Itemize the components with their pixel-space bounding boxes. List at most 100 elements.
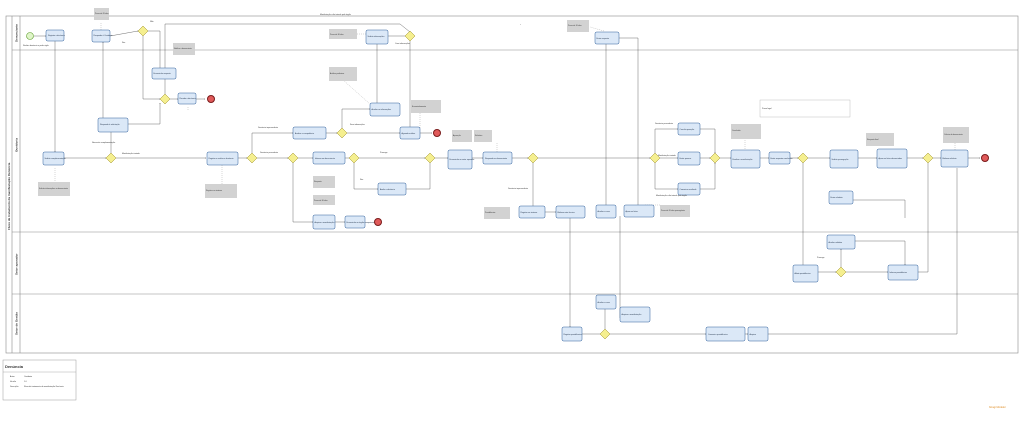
note: Encaminhamento	[411, 100, 441, 113]
flow-label: Prorroga	[817, 256, 825, 259]
task-apura-fatos[interactable]: Apura os fatos	[623, 204, 655, 218]
task-solicita-prorrogacao[interactable]: Solicita prorrogação	[829, 149, 859, 169]
note: Apuração	[452, 130, 472, 142]
note: Prazo de 10 dias	[567, 20, 589, 32]
flow-labels: Não Sim Necessita complementação Manifes…	[92, 13, 825, 259]
task-emite-parecer[interactable]: Emite parecer	[677, 151, 701, 166]
flow-label: Denúncia procedente	[655, 122, 673, 125]
task-recebe-denuncia[interactable]: Recebe a denúncia	[177, 92, 197, 105]
task-comunica-resultado[interactable]: Comunica resultado	[677, 182, 701, 196]
legend-value: Fluxo de tratamento da manifestação Denú…	[24, 385, 65, 388]
gateway	[348, 152, 360, 164]
note: Solicita informações ao denunciante	[38, 182, 70, 196]
gateway	[137, 25, 149, 37]
svg-text:Solicita informações ao denunc: Solicita informações ao denunciante	[39, 187, 68, 190]
task-arquiva[interactable]: Arquiva	[747, 326, 769, 342]
flow-label: Manifestação tratada	[122, 152, 141, 155]
task-encaminha-orgao[interactable]: Encaminha ao órgão competente	[344, 215, 375, 229]
task-encaminha-setor[interactable]: Encaminha ao setor apurador	[447, 149, 475, 170]
logo-text: bizagi Modeler	[989, 405, 1006, 409]
task-elabora-nota[interactable]: Elabora nota técnica	[555, 205, 586, 219]
notes: Prazo de 20 dias Solicita informações ao…	[38, 8, 969, 219]
legend-key: Descrição	[10, 385, 18, 388]
task-registra-denuncia[interactable]: Registra a denúncia	[45, 29, 66, 42]
task-analisa-caso[interactable]: Analisa o caso	[595, 204, 617, 219]
svg-text:Solicita complementação: Solicita complementação	[45, 157, 66, 160]
task-solicita-informacoes[interactable]: Solicita informações	[365, 29, 389, 45]
task-responde-solicitacao[interactable]: Responde à solicitação	[97, 117, 129, 133]
legend-value: Ouvidoria	[24, 375, 33, 378]
note: Análise preliminar	[329, 67, 357, 81]
task-analisa-competencia[interactable]: Analisa a competência	[292, 126, 327, 140]
end-event	[981, 154, 989, 162]
task-registra-providencias[interactable]: Registra providências	[561, 326, 583, 342]
task-envia-relatorio[interactable]: Envia relatório	[828, 190, 854, 205]
svg-text:Apura os fatos: Apura os fatos	[626, 210, 638, 213]
start-event	[26, 32, 34, 40]
svg-text:Providências: Providências	[485, 212, 495, 214]
task-prazo-gestao[interactable]: Analisa o caso	[595, 294, 617, 310]
task-analisa-informacoes[interactable]: Analisa as informações	[369, 102, 401, 117]
gateway	[599, 328, 611, 340]
svg-text:Arquiva a manifestação: Arquiva a manifestação	[622, 313, 642, 316]
task-conclui-apuracao[interactable]: Conclui apuração	[677, 122, 701, 136]
lane-label: Setor de Gestão	[15, 312, 19, 335]
task-registra-sistema[interactable]: Registra no sistema	[518, 205, 546, 219]
flow-label: Sem informações	[350, 123, 365, 126]
svg-text:Conclui apuração: Conclui apuração	[680, 128, 695, 131]
task-registra-analisa[interactable]: Registra e analisa a denúncia	[206, 151, 239, 166]
task-solicita-complementacao[interactable]: Solicita complementação	[42, 151, 66, 166]
svg-text:Arquiva a manifestação: Arquiva a manifestação	[315, 221, 335, 224]
svg-text:Responde à Ouvidoria: Responde à Ouvidoria	[94, 34, 114, 37]
task-emite-resposta-conclusiva[interactable]: Emite resposta conclusiva	[768, 151, 793, 165]
task-informa-providencias[interactable]: Informa providências	[887, 264, 919, 281]
lane-setor-apurador: Setor apurador	[12, 253, 1018, 295]
note: Ciência do denunciante	[943, 127, 969, 143]
task-responde-denunciante[interactable]: Responde ao denunciante	[482, 151, 513, 165]
task-encaminha-resposta[interactable]: Encaminha resposta	[151, 67, 177, 80]
legend-key: Versão	[10, 380, 16, 383]
legend-box: Denúncia Autor Ouvidoria Versão 1.0 Desc…	[2, 359, 77, 401]
svg-text:Prazo de 30 dias: Prazo de 30 dias	[330, 34, 344, 36]
task-envia-resposta[interactable]: Envia resposta	[594, 31, 620, 45]
task-apura-fatos-denunciados[interactable]: Apura os fatos denunciados	[876, 148, 908, 169]
task-aguarda-analise[interactable]: Aguarda análise	[399, 126, 421, 140]
task-analisa-relatorio[interactable]: Analisa relatório	[826, 234, 856, 250]
task-comunica-providencias[interactable]: Comunica providências	[705, 326, 746, 342]
svg-text:Encaminha ao órgão competente: Encaminha ao órgão competente	[347, 221, 375, 224]
flow-label: Denúncia improcedente	[508, 187, 528, 190]
lane-label: Denunciante	[15, 24, 19, 42]
end-event	[433, 129, 441, 137]
task-elabora-relatorio[interactable]: Elabora relatório	[940, 149, 969, 168]
note: Relatório	[474, 130, 492, 142]
svg-text:Prazo de 20 dias prorrogáveis: Prazo de 20 dias prorrogáveis	[661, 210, 685, 212]
flow-label: Sim	[122, 42, 126, 44]
svg-text:Informa ao denunciante: Informa ao denunciante	[315, 157, 335, 160]
task-informa-denunciante[interactable]: Informa ao denunciante	[312, 151, 346, 165]
svg-text:Registro no sistema: Registro no sistema	[206, 189, 222, 192]
svg-text:Responde ao denunciante: Responde ao denunciante	[485, 157, 507, 160]
svg-text:Adota providências: Adota providências	[795, 272, 811, 275]
svg-text:Relatório: Relatório	[475, 134, 482, 137]
gateway	[105, 152, 117, 164]
note: Prazo de 20 dias	[94, 8, 109, 20]
task-finaliza-manifestacao[interactable]: Finaliza a manifestação	[730, 149, 761, 169]
svg-text:Envia resposta: Envia resposta	[597, 37, 610, 40]
task-avalia-denuncia[interactable]: Avalia a denúncia	[377, 182, 407, 196]
svg-text:Registra a denúncia: Registra a denúncia	[48, 34, 66, 37]
note: Resposta	[313, 176, 335, 188]
svg-text:Prazo de 30 dias: Prazo de 30 dias	[314, 200, 328, 202]
task-responde-ouvidoria[interactable]: Responde à Ouvidoria	[91, 29, 114, 43]
task-arquiva-manifestacao[interactable]: Arquiva a manifestação	[312, 214, 336, 230]
svg-text:Emite parecer: Emite parecer	[680, 157, 692, 160]
svg-text:Apuração: Apuração	[453, 134, 461, 137]
pool: Fluxo de tratamento da manifestação Denú…	[5, 15, 1019, 354]
task-envia-gestao[interactable]: Arquiva a manifestação	[619, 306, 651, 323]
task-adota-providencias[interactable]: Adota providências	[792, 264, 819, 283]
svg-text:Informa providências: Informa providências	[890, 271, 908, 274]
gateway	[649, 152, 661, 164]
gateway	[835, 266, 847, 278]
gateway	[404, 30, 416, 42]
gateway	[527, 152, 539, 164]
note: Notifica o denunciante	[173, 43, 195, 55]
